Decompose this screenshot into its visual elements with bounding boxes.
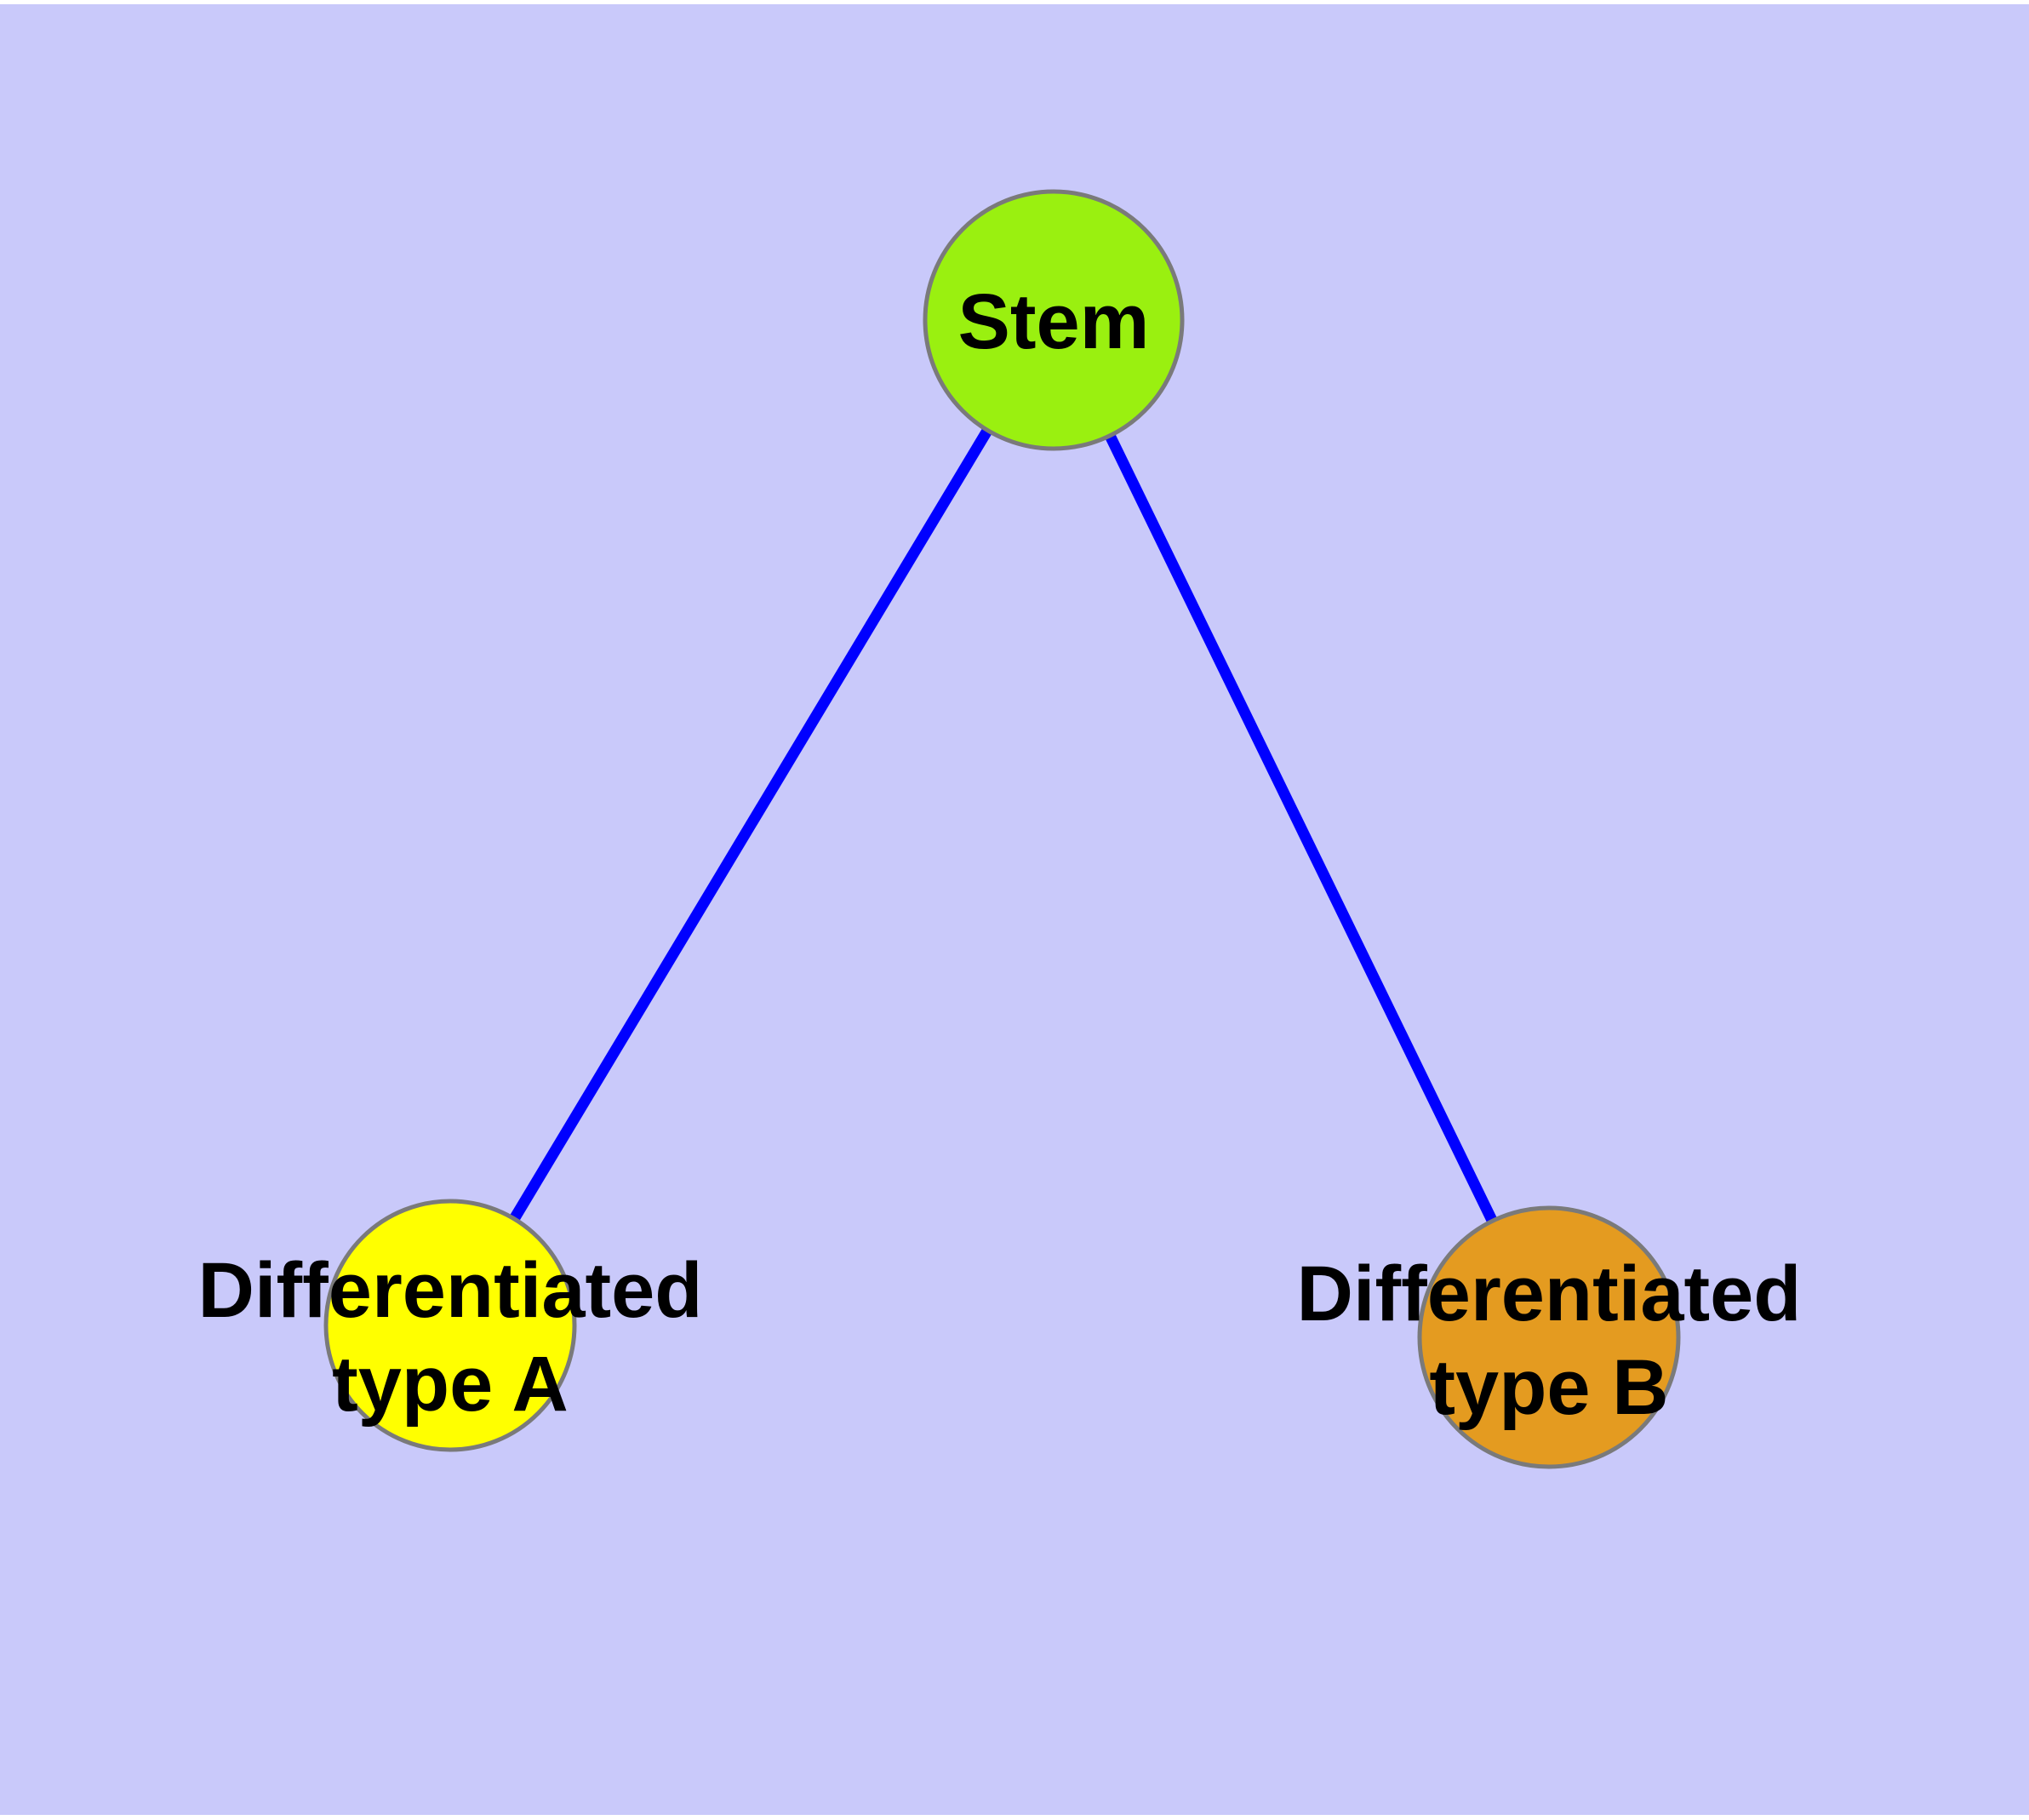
- edge-stem-to-type-a: [445, 317, 1059, 1329]
- edge-stem-to-type-b: [1049, 318, 1554, 1340]
- node-differentiated-type-b: [1417, 1205, 1681, 1469]
- node-label-differentiated-type-b: Differentiated type B: [1296, 1251, 1802, 1431]
- node-differentiated-type-a: [323, 1199, 577, 1452]
- node-label-stem: Stem: [957, 278, 1150, 365]
- node-label-differentiated-type-a: Differentiated type A: [197, 1247, 703, 1428]
- node-stem: [923, 189, 1185, 451]
